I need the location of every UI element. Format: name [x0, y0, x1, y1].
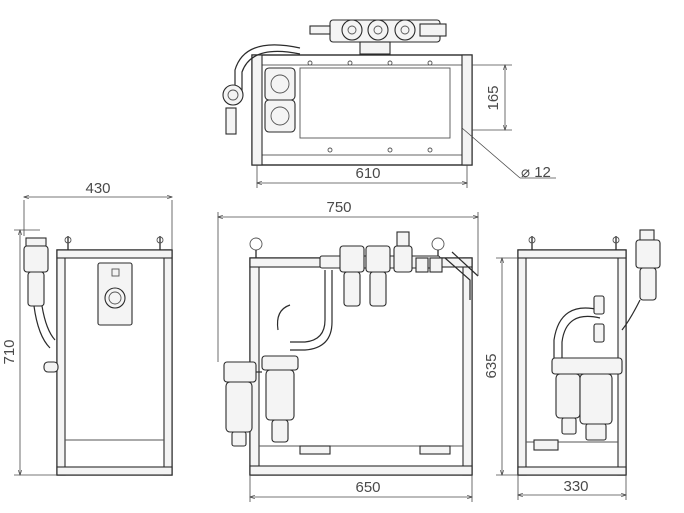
right-side-view: 635 330: [483, 229, 661, 500]
top-view: 610 165 ⌀ 12: [222, 19, 556, 188]
dim-left-width: 430: [85, 180, 110, 197]
dim-front-outer-width: 750: [326, 199, 351, 216]
front-view: 750 650: [218, 199, 478, 502]
dim-top-depth: 165: [485, 85, 502, 110]
dim-left-height: 710: [1, 339, 18, 364]
dim-right-width: 330: [563, 478, 588, 495]
left-side-view: 430 710: [1, 180, 173, 476]
dim-top-width: 610: [355, 165, 380, 182]
dim-front-frame-width: 650: [355, 479, 380, 496]
dim-hole-diameter: ⌀ 12: [521, 164, 551, 181]
dim-right-height: 635: [483, 353, 500, 378]
